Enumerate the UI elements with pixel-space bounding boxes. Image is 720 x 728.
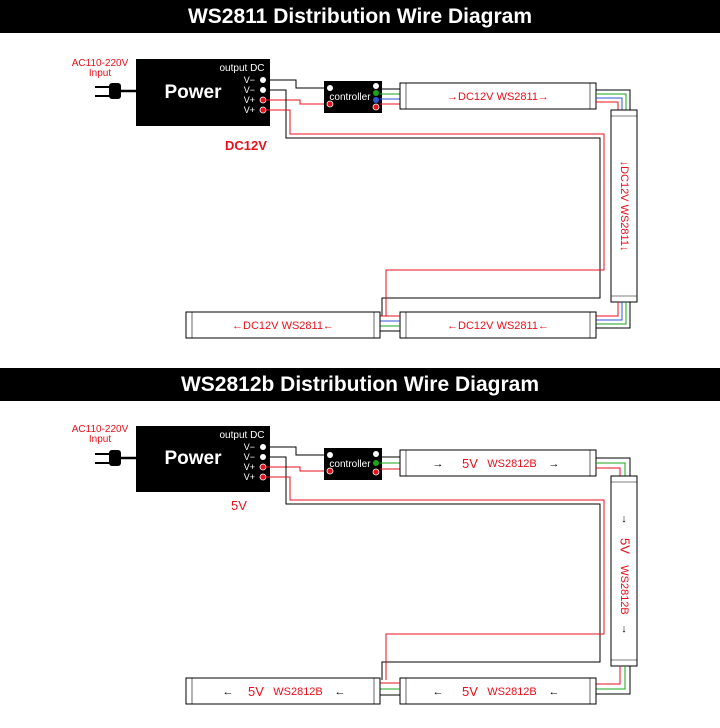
voltage-label: DC12V [225, 138, 267, 153]
strip-arrow-out-bottom-right: ← [549, 686, 560, 698]
ws2811-diagram: WS2811 Distribution Wire Diagram AC110-2… [0, 0, 720, 360]
led-strip-bottom-left [185, 677, 381, 705]
terminal-dot-icon [373, 90, 379, 96]
terminal-dot-icon [260, 444, 266, 450]
terminal-dot-icon [259, 106, 267, 114]
voltage-label: 5V [231, 498, 247, 513]
strip-label-right: ↓DC12V WS2811↓ [618, 161, 630, 252]
strip-arrow-in-bottom-left: ← [223, 686, 234, 698]
power-supply-box [136, 59, 270, 126]
terminal-dot-icon [260, 77, 266, 83]
power-label: Power [164, 82, 222, 103]
terminal-dot-icon [260, 454, 266, 460]
ac-input-label: AC110-220V [72, 424, 129, 435]
power-label: Power [164, 448, 222, 469]
strip-arrow-out-top: → [549, 458, 560, 470]
terminal-label-2: V− [244, 85, 255, 95]
diagram-title: WS2811 Distribution Wire Diagram [0, 0, 720, 33]
terminal-dot-icon [259, 473, 267, 481]
terminal-dot-icon [372, 103, 380, 111]
strip-name-bottom-right: WS2812B [487, 686, 537, 698]
ws2812b-diagram: WS2812b Distribution Wire Diagram AC110-… [0, 368, 720, 728]
strip-label-top: →DC12V WS2811→ [447, 91, 549, 103]
strip-arrow-in-right: ↓ [621, 513, 627, 525]
led-strip-bottom-right [399, 311, 597, 339]
terminal-dot-icon [327, 452, 333, 458]
terminal-dot-icon [373, 97, 379, 103]
strip-volt-bottom-right: 5V [462, 684, 478, 699]
terminal-dot-icon [372, 468, 380, 476]
terminal-label-1: V− [244, 442, 255, 452]
terminal-dot-icon [373, 83, 379, 89]
led-strip-right [610, 475, 638, 667]
ws2812b-wiring-svg: AC110-220V Input Power output DC V− V− V… [72, 424, 638, 705]
terminal-label-3: V+ [244, 95, 255, 105]
output-dc-label: output DC [219, 63, 264, 74]
strip-name-right: WS2812B [618, 565, 630, 615]
terminal-dot-icon [373, 460, 379, 466]
input-label: Input [89, 68, 111, 79]
plug-icon [95, 450, 136, 466]
input-label: Input [89, 434, 111, 445]
ws2811-wiring-svg: AC110-220V Input Power output DC V− V− V… [72, 58, 638, 339]
strip-label-bottom-right: ←DC12V WS2811← [447, 320, 549, 332]
led-strip-bottom-left [185, 311, 381, 339]
strip-volt-top: 5V [462, 456, 478, 471]
controller-label: controller [329, 92, 371, 103]
terminal-label-4: V+ [244, 105, 255, 115]
plug-icon [95, 83, 136, 99]
ac-input-label: AC110-220V [72, 58, 129, 69]
terminal-label-4: V+ [244, 472, 255, 482]
power-supply-box [136, 426, 270, 492]
led-strip-top [399, 82, 597, 110]
terminal-label-3: V+ [244, 462, 255, 472]
strip-arrow-out-right: ↓ [621, 623, 627, 635]
diagram-title: WS2812b Distribution Wire Diagram [0, 368, 720, 401]
strip-arrow-in-top: → [433, 458, 444, 470]
output-dc-label: output DC [219, 430, 264, 441]
strip-label-bottom-left: ←DC12V WS2811← [232, 320, 334, 332]
led-strip-right [610, 109, 638, 303]
controller-box [324, 448, 382, 480]
strip-name-bottom-left: WS2812B [273, 686, 323, 698]
strip-arrow-out-bottom-left: ← [335, 686, 346, 698]
strip-arrow-in-bottom-right: ← [433, 686, 444, 698]
terminal-dot-icon [260, 87, 266, 93]
strip-volt-bottom-left: 5V [248, 684, 264, 699]
strip-volt-right: 5V [618, 538, 633, 554]
terminal-label-1: V− [244, 75, 255, 85]
controller-label: controller [329, 459, 371, 470]
terminal-dot-icon [373, 451, 379, 457]
terminal-label-2: V− [244, 452, 255, 462]
terminal-dot-icon [259, 96, 267, 104]
terminal-dot-icon [326, 100, 334, 108]
led-strip-bottom-right [399, 677, 597, 705]
led-strip-top [399, 449, 597, 477]
terminal-dot-icon [259, 463, 267, 471]
terminal-dot-icon [326, 467, 334, 475]
controller-box [324, 81, 382, 113]
panel-separator [0, 360, 720, 368]
terminal-dot-icon [327, 85, 333, 91]
strip-name-top: WS2812B [487, 458, 537, 470]
